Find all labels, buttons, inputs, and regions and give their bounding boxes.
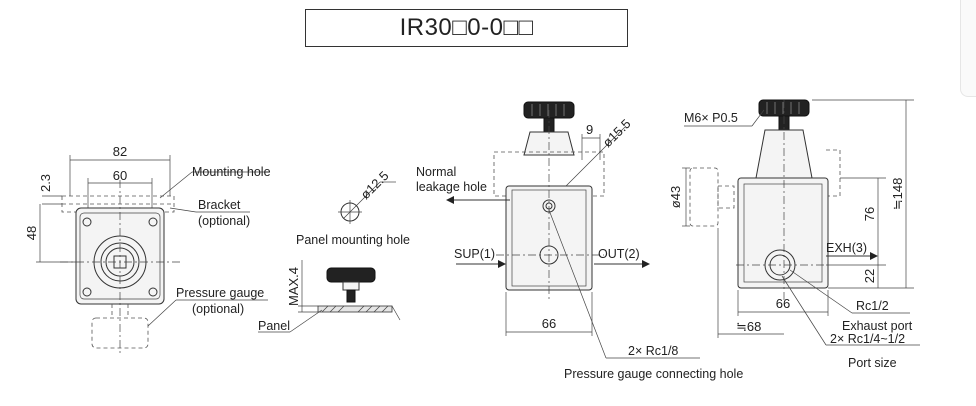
dim-60: 60 xyxy=(113,168,127,183)
label-gauge-connecting-hole: Pressure gauge connecting hole xyxy=(564,367,743,381)
label-out: OUT(2) xyxy=(598,247,640,261)
label-pressure-gauge-optional: (optional) xyxy=(192,302,244,316)
label-sup: SUP(1) xyxy=(454,247,495,261)
label-normal-leakage-2: leakage hole xyxy=(416,180,487,194)
dim-9: 9 xyxy=(586,122,593,137)
side-view: Normal leakage hole SUP(1) OUT(2) 9 ø15.… xyxy=(416,101,743,381)
dim-max4: MAX.4 xyxy=(286,267,301,306)
label-m6: M6× P0.5 xyxy=(684,111,738,125)
label-pressure-gauge: Pressure gauge xyxy=(176,286,264,300)
dim-22: 22 xyxy=(862,269,877,283)
label-exhaust-port: Exhaust port xyxy=(842,319,913,333)
dim-76: 76 xyxy=(862,207,877,221)
side-panel-edge xyxy=(960,0,976,97)
model-title: IR30□0-0□□ xyxy=(305,9,628,47)
label-bracket-optional: (optional) xyxy=(198,214,250,228)
dim-66-rear: 66 xyxy=(776,296,790,311)
panel-mounting-view: ø12.5 Panel mounting hole MAX.4 P xyxy=(258,168,410,333)
dim-2-3: 2.3 xyxy=(38,174,53,192)
dim-82: 82 xyxy=(113,144,127,159)
rear-view: M6× P0.5 ø43 EXH(3) ≒148 76 22 xyxy=(668,99,920,370)
label-normal-leakage-1: Normal xyxy=(416,165,456,179)
dim-68: ≒68 xyxy=(736,319,761,334)
dim-148: ≒148 xyxy=(890,178,905,211)
label-exh: EXH(3) xyxy=(826,241,867,255)
dim-12-5: ø12.5 xyxy=(358,168,392,202)
label-panel: Panel xyxy=(258,319,290,333)
dim-15-5: ø15.5 xyxy=(600,116,634,150)
label-rc12: Rc1/2 xyxy=(856,299,889,313)
label-port-size: Port size xyxy=(848,356,897,370)
dim-48: 48 xyxy=(24,226,39,240)
label-rc18: 2× Rc1/8 xyxy=(628,344,678,358)
label-rc14-12: 2× Rc1/4~1/2 xyxy=(830,332,905,346)
label-bracket: Bracket xyxy=(198,198,241,212)
rear-body xyxy=(737,177,829,289)
panel-knob xyxy=(326,267,376,283)
dim-66-side: 66 xyxy=(542,316,556,331)
label-panel-mounting-hole: Panel mounting hole xyxy=(296,233,410,247)
front-view: 82 60 2.3 48 Mounting hole Bracket (opti… xyxy=(24,144,271,355)
dim-43: ø43 xyxy=(668,186,683,208)
label-mounting-hole: Mounting hole xyxy=(192,165,271,179)
